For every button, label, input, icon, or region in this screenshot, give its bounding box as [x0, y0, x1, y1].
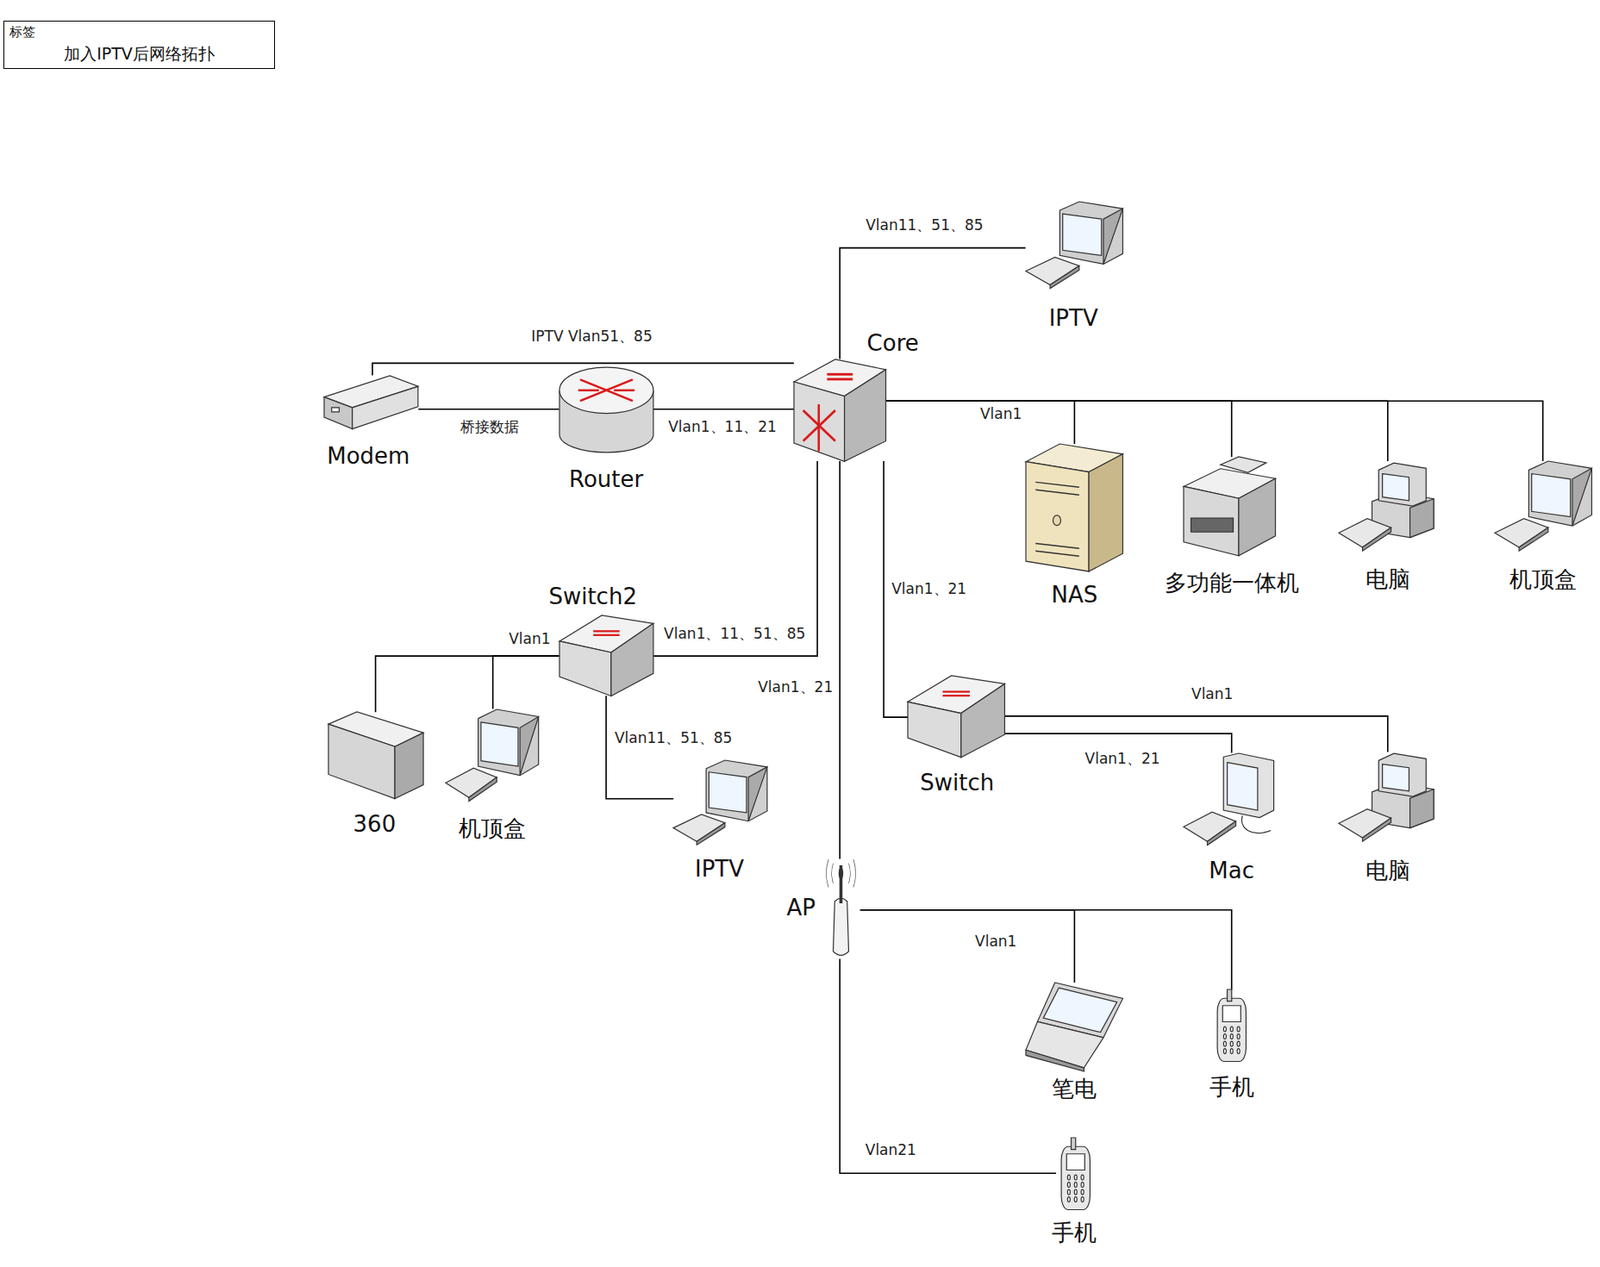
device-label: IPTV — [694, 856, 744, 882]
device-label: 360 — [353, 812, 397, 838]
network-link — [885, 400, 1543, 462]
network-link — [653, 461, 819, 657]
device-label: IPTV — [1049, 306, 1099, 332]
switch-device: Switch2 — [559, 615, 654, 697]
network-link — [885, 400, 1075, 444]
phone-icon — [1212, 989, 1250, 1063]
modem-icon — [324, 375, 419, 430]
network-link — [493, 656, 560, 710]
switch-icon — [559, 615, 654, 697]
pc-device: IPTV — [1025, 201, 1123, 289]
network-link — [418, 408, 559, 411]
vlan-label: Vlan1 — [1189, 686, 1235, 704]
router-icon — [559, 365, 654, 455]
desk-icon — [1338, 751, 1434, 842]
desk-device: 电脑 — [1338, 751, 1434, 842]
vlan-label: Vlan21 — [863, 1142, 919, 1160]
device-label: 多功能一体机 — [1164, 570, 1300, 596]
network-link — [606, 695, 674, 800]
device-label: 电脑 — [1365, 567, 1411, 593]
device-label: AP — [786, 895, 815, 921]
vlan-label: Vlan1 — [506, 631, 552, 649]
vlan-label: Vlan1、11、21 — [666, 418, 779, 437]
network-link — [860, 910, 1075, 983]
vlan-label: Vlan11、51、85 — [612, 730, 734, 748]
network-link — [885, 400, 1388, 462]
device-label: NAS — [1051, 582, 1099, 608]
router-device: Router — [559, 365, 654, 455]
desk-device: 电脑 — [1338, 461, 1434, 551]
pc-icon — [673, 760, 768, 845]
network-link — [375, 656, 560, 713]
pc-device: 机顶盒 — [1494, 461, 1592, 551]
device-label: Mac — [1208, 857, 1255, 883]
core-icon — [793, 359, 887, 462]
core-device: Core — [793, 359, 887, 462]
ap-icon — [821, 859, 861, 960]
modem-device: Modem — [324, 375, 419, 430]
vlan-label: Vlan1、21 — [756, 679, 835, 697]
mac-icon — [1183, 753, 1279, 846]
network-link — [653, 408, 794, 411]
device-label: Router — [568, 467, 644, 493]
laptop-icon — [1025, 982, 1123, 1072]
phone-icon — [1056, 1137, 1094, 1212]
device-label: 手机 — [1051, 1220, 1097, 1246]
network-link — [860, 910, 1232, 990]
switch-device: Switch — [907, 675, 1005, 758]
pc-device: 机顶盒 — [445, 709, 539, 802]
device-label: 机顶盒 — [1509, 567, 1577, 593]
device-label: 机顶盒 — [458, 816, 526, 842]
nas-icon — [1025, 443, 1123, 572]
device-label: Core — [867, 330, 919, 356]
vlan-label: Vlan1、21 — [889, 581, 969, 599]
network-link — [838, 461, 841, 860]
pc-icon — [445, 709, 539, 802]
vlan-label: IPTV Vlan51、85 — [529, 328, 655, 346]
mac-device: Mac — [1183, 753, 1279, 846]
pc-device: IPTV — [673, 760, 768, 845]
nas-device: NAS — [1025, 443, 1123, 572]
desk-icon — [1338, 461, 1434, 551]
device-label: Switch — [919, 770, 994, 796]
device-label: 笔电 — [1051, 1076, 1097, 1102]
device-label: 电脑 — [1365, 857, 1411, 883]
switch-icon — [907, 675, 1005, 758]
vlan-label: Vlan1 — [978, 406, 1024, 424]
network-link — [839, 248, 1025, 360]
title-box: 标签加入IPTV后网络拓扑 — [3, 20, 276, 70]
title-text: 加入IPTV后网络拓扑 — [4, 43, 275, 66]
laptop-device: 笔电 — [1025, 982, 1123, 1072]
device-label: Switch2 — [548, 584, 638, 610]
box-device: 360 — [328, 712, 424, 800]
phone-device: 手机 — [1212, 989, 1250, 1063]
box-icon — [328, 712, 424, 800]
ap-device: AP — [821, 859, 861, 960]
pc-icon — [1025, 201, 1123, 289]
title-heading: 标签 — [9, 24, 36, 41]
phone-device: 手机 — [1056, 1137, 1094, 1212]
device-label: 手机 — [1209, 1074, 1255, 1100]
vlan-label: Vlan1 — [973, 933, 1019, 951]
vlan-label: Vlan1、11、51、85 — [662, 625, 807, 644]
vlan-label: Vlan11、51、85 — [863, 217, 985, 235]
network-link — [839, 959, 1057, 1175]
pc-icon — [1494, 461, 1592, 551]
device-label: Modem — [326, 443, 410, 469]
vlan-label: Vlan1、21 — [1083, 750, 1163, 769]
vlan-label: 桥接数据 — [458, 418, 521, 437]
printer-device: 多功能一体机 — [1183, 456, 1276, 557]
printer-icon — [1183, 456, 1276, 557]
